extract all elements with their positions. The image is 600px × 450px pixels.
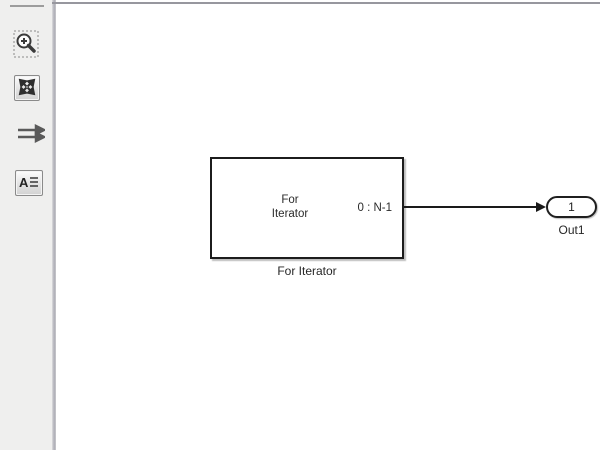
zoom-region-button[interactable] (13, 30, 39, 61)
canvas-top-border (52, 2, 600, 4)
model-canvas[interactable]: For Iterator 0 : N-1 For Iterator 1 Out1 (56, 4, 600, 450)
signal-arrows-button[interactable] (17, 122, 47, 147)
for-iterator-block-type-text: For Iterator (271, 194, 309, 221)
annotation-button[interactable]: A (15, 170, 43, 196)
for-iterator-block-name[interactable]: For Iterator (277, 264, 337, 278)
fit-to-view-button[interactable] (14, 75, 40, 101)
palette-divider (10, 5, 44, 7)
annotation-icon: A (19, 174, 39, 193)
iteration-port-label: 0 : N-1 (357, 201, 392, 214)
out1-port-block[interactable]: 1 (546, 196, 597, 218)
signal-arrowhead-icon (536, 202, 546, 212)
fit-to-view-icon (18, 78, 36, 99)
out1-block-name[interactable]: Out1 (558, 223, 585, 237)
svg-text:A: A (19, 175, 29, 190)
for-iterator-block[interactable]: For Iterator 0 : N-1 (210, 157, 404, 259)
palette-canvas-separator (52, 0, 56, 450)
signal-line[interactable] (404, 206, 536, 208)
zoom-region-icon (13, 30, 39, 61)
signal-arrows-icon (17, 122, 47, 147)
tool-palette: A (0, 0, 52, 450)
